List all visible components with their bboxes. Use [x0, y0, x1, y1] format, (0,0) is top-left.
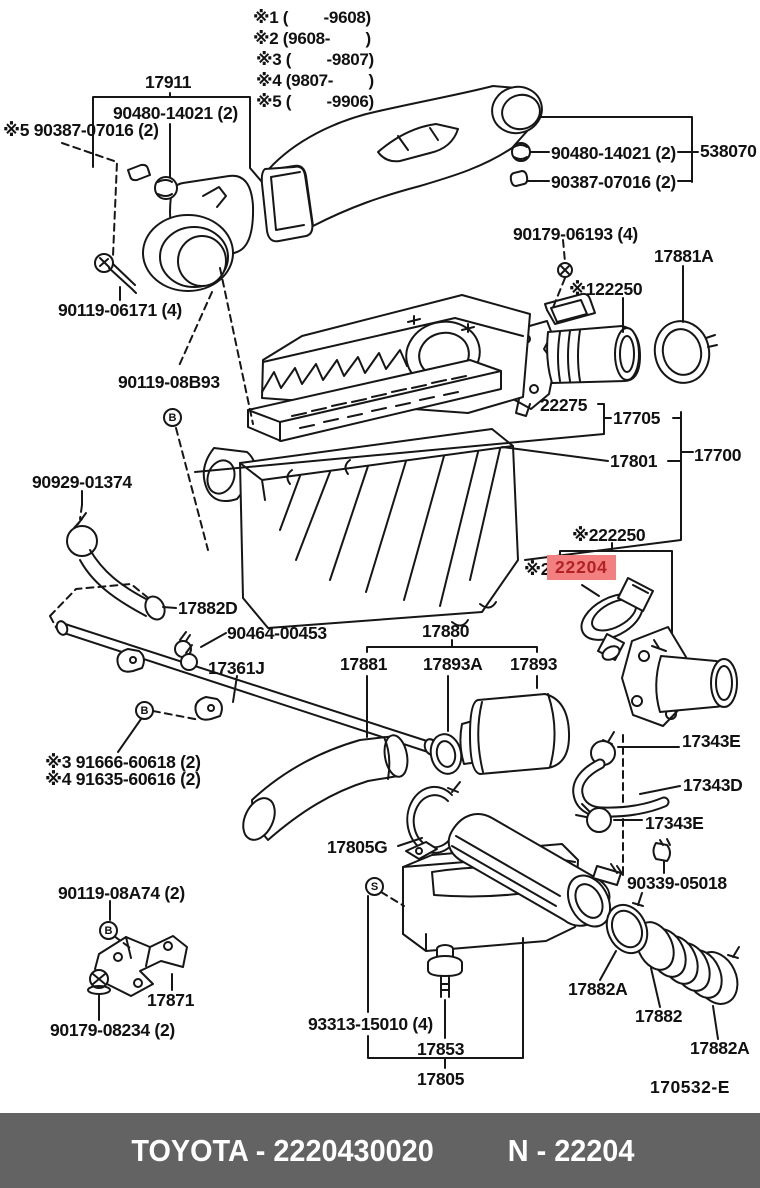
part-label-17893a[interactable]: 17893A: [423, 654, 483, 674]
part-labels-layer: ※1 ( -9608) ※2 (9608- ) ※3 ( -9807) ※4 (980…: [3, 8, 757, 1097]
part-90929-clamp-and-17882d-hose: [66, 490, 177, 621]
part-label-17871[interactable]: 17871: [147, 990, 195, 1010]
footer-catalog-code: TOYOTA - 2220430020: [131, 1132, 435, 1168]
callout-b-circle: B: [135, 701, 154, 720]
figure-number-170532-e: 170532-E: [650, 1077, 730, 1097]
part-label-538070[interactable]: 538070: [700, 141, 757, 161]
part-22204-sensor-highlighted: [559, 542, 673, 661]
part-label-17893[interactable]: 17893: [510, 654, 558, 674]
part-label-91666-60618[interactable]: ※3 91666-60618 (2): [45, 752, 201, 772]
footer-bar: TOYOTA - 2220430020 N - 22204: [0, 1113, 760, 1188]
part-17801-filter-element: [247, 359, 502, 442]
part-17343-hose-group: [572, 731, 681, 879]
part-label-90387-07016-1[interactable]: ※5 90387-07016 (2): [3, 120, 159, 140]
part-label-17700[interactable]: 17700: [694, 445, 742, 465]
part-17805g-hose-clamp: [397, 781, 461, 854]
part-538070-intake-duct: [260, 85, 699, 243]
part-17871-bracket: [87, 900, 188, 1021]
legend-line-3: ※3 ( -9807): [256, 50, 374, 69]
diagram-line-art: [49, 85, 740, 1069]
part-17881a-hose-ring: [653, 265, 718, 384]
part-label-90480-14021-2[interactable]: 90480-14021 (2): [551, 143, 676, 163]
callout-b-circle: B: [99, 921, 118, 940]
part-label-17343e-2[interactable]: 17343E: [645, 813, 704, 833]
legend-line-2: ※2 (9608- ): [253, 29, 371, 48]
part-label-17882a-2[interactable]: 17882A: [690, 1038, 750, 1058]
part-label-17882[interactable]: 17882: [635, 1006, 683, 1026]
assembly-dashed-lines: [175, 267, 254, 551]
part-label-90339-05018[interactable]: 90339-05018: [627, 873, 727, 893]
part-label-90179-08234[interactable]: 90179-08234 (2): [50, 1020, 175, 1040]
part-label-90387-07016-2[interactable]: 90387-07016 (2): [551, 172, 676, 192]
footer-part-ref: N - 22204: [508, 1132, 635, 1168]
part-122250-maf-sensor: [508, 239, 641, 417]
part-label-17805[interactable]: 17805: [417, 1069, 465, 1089]
part-label-17882d[interactable]: 17882D: [178, 598, 238, 618]
part-label-17882a-1[interactable]: 17882A: [568, 979, 628, 999]
part-label-17343e-1[interactable]: 17343E: [682, 731, 741, 751]
part-label-90480-14021-1[interactable]: 90480-14021 (2): [113, 103, 238, 123]
part-label-90179-06193[interactable]: 90179-06193 (4): [513, 224, 638, 244]
callout-s-circle: S: [365, 877, 384, 896]
part-label-17343d[interactable]: 17343D: [683, 775, 743, 795]
part-label-90119-08b93[interactable]: 90119-08B93: [118, 372, 220, 392]
legend-line-1: ※1 ( -9608): [253, 8, 371, 27]
part-label-22204-prefix[interactable]: ※2: [524, 559, 551, 579]
part-label-17881a-ring[interactable]: 17881A: [654, 246, 714, 266]
part-17805-resonator-tank: [367, 813, 624, 1069]
part-17700-air-cleaner-case: [194, 403, 694, 629]
part-label-222250[interactable]: ※222250: [572, 525, 646, 545]
part-label-17880[interactable]: 17880: [422, 621, 470, 641]
part-label-90119-06171[interactable]: 90119-06171 (4): [58, 300, 182, 320]
part-label-17705[interactable]: 17705: [613, 408, 661, 428]
part-17893-resonator: [366, 639, 571, 775]
callout-b-circle: B: [163, 408, 182, 427]
part-label-90119-08a74[interactable]: 90119-08A74 (2): [58, 883, 185, 903]
part-17911-air-inlet-horn: [94, 163, 255, 301]
part-label-17801[interactable]: 17801: [610, 451, 658, 471]
part-17882-corrugated-hose-group: [599, 892, 740, 1040]
part-label-93313-15010[interactable]: 93313-15010 (4): [308, 1014, 433, 1034]
part-label-22204[interactable]: 22204: [547, 555, 616, 580]
part-label-17911[interactable]: 17911: [145, 72, 192, 92]
part-label-90464-00453[interactable]: 90464-00453: [227, 623, 327, 643]
part-label-22275[interactable]: 22275: [540, 395, 588, 415]
part-label-90929-01374[interactable]: 90929-01374: [32, 472, 132, 492]
part-label-17853[interactable]: 17853: [417, 1039, 465, 1059]
part-label-17361j[interactable]: 17361J: [208, 658, 265, 678]
legend-line-5: ※5 ( -9906): [256, 92, 374, 111]
part-label-91635-60616[interactable]: ※4 91635-60616 (2): [45, 769, 201, 789]
part-17881-inlet-tube: [242, 734, 409, 841]
part-intake-flange-adapter: [621, 626, 738, 727]
part-label-17805g[interactable]: 17805G: [327, 837, 388, 857]
bracket-17911-group: [61, 92, 263, 257]
part-label-17881[interactable]: 17881: [340, 654, 388, 674]
part-label-122250[interactable]: ※122250: [569, 279, 643, 299]
legend-line-4: ※4 (9807- ): [256, 71, 374, 90]
